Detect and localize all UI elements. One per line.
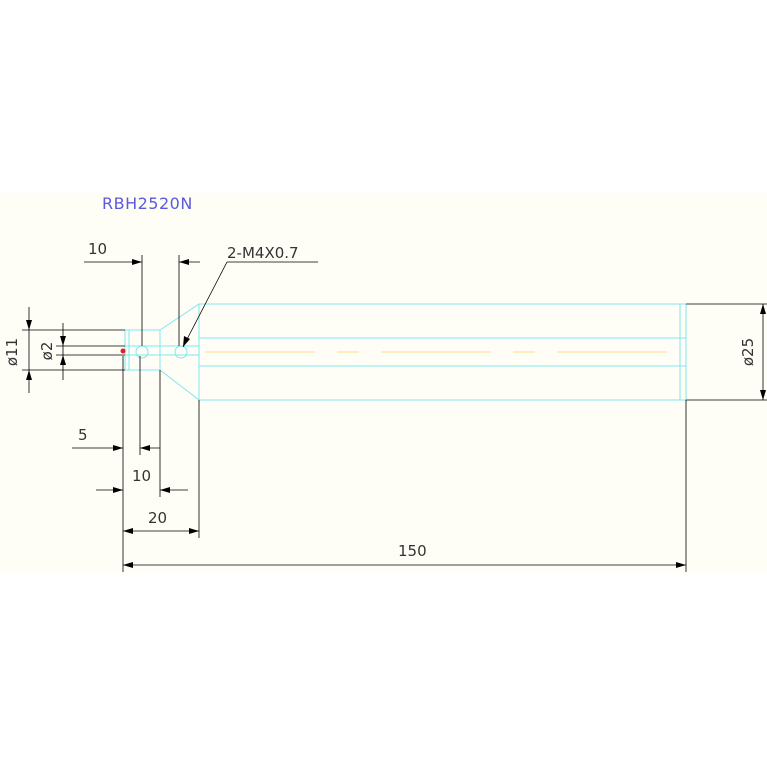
arrow <box>179 259 189 265</box>
arrow <box>113 445 123 451</box>
taper-bottom <box>159 369 200 401</box>
tip-marker <box>120 348 126 354</box>
dimensions: ø11 ø2 ø25 10 2-M4X0.7 5 <box>3 240 767 572</box>
arrow <box>60 336 66 346</box>
part-outline <box>120 303 687 401</box>
neck-len-label: 20 <box>148 509 167 527</box>
arrow <box>160 487 170 493</box>
screw-hole-2 <box>174 345 188 359</box>
part-number-title: RBH2520N <box>102 194 193 213</box>
dia-small-label: ø2 <box>38 342 56 361</box>
arrow <box>760 390 766 400</box>
arrow <box>132 259 142 265</box>
dia-neck-label: ø11 <box>3 338 21 366</box>
arrow <box>123 562 133 568</box>
dia-body-label: ø25 <box>739 338 757 366</box>
arrow <box>760 304 766 314</box>
arrow <box>123 528 133 534</box>
mid-len-label: 10 <box>132 467 151 485</box>
arrow <box>140 445 150 451</box>
arrow <box>189 528 199 534</box>
arrow <box>60 355 66 365</box>
left-len-label: 5 <box>78 426 88 444</box>
arrow <box>26 320 32 330</box>
arrow <box>183 336 190 347</box>
taper-top <box>159 303 200 331</box>
callout-leader <box>182 261 228 348</box>
screw-hole-1 <box>135 345 149 359</box>
arrow <box>676 562 686 568</box>
body-shank <box>198 303 687 401</box>
top-len-label: 10 <box>88 240 107 258</box>
arrow <box>26 370 32 380</box>
arrow <box>113 487 123 493</box>
thread-callout: 2-M4X0.7 <box>227 244 299 262</box>
drawing-area <box>0 193 767 573</box>
total-len-label: 150 <box>398 542 427 560</box>
